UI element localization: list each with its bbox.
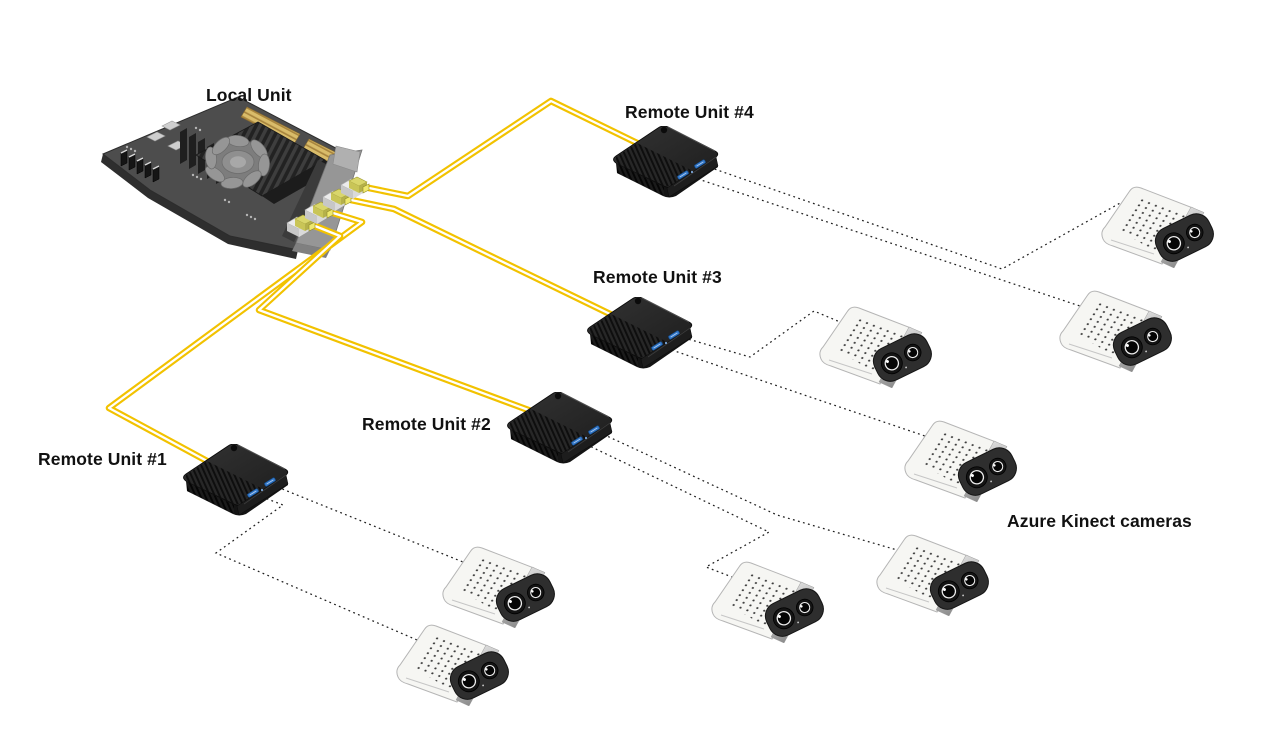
usb-link-ru2-cam1 bbox=[593, 429, 898, 551]
kinect-camera-6 bbox=[904, 420, 1022, 502]
label-remote-unit-1: Remote Unit #1 bbox=[38, 449, 167, 469]
kinect-camera-5 bbox=[819, 306, 937, 388]
usb-link-ru1-cam2 bbox=[214, 492, 418, 641]
label-remote-unit-2: Remote Unit #2 bbox=[362, 414, 491, 434]
fiber-cable-1 bbox=[105, 209, 366, 465]
fiber-cable-3 bbox=[347, 196, 616, 319]
pcb-vias bbox=[125, 126, 257, 221]
usb-link-ru4-cam1 bbox=[699, 163, 1123, 270]
usb-link-ru1-cam1 bbox=[267, 482, 464, 563]
usb-link-ru2-cam2 bbox=[576, 439, 771, 578]
usb-link-ru4-cam2 bbox=[682, 173, 1081, 307]
usb-link-ru3-cam1 bbox=[673, 310, 841, 358]
kinect-camera-8 bbox=[1059, 290, 1177, 372]
usb-links bbox=[214, 163, 1123, 641]
label-remote-unit-3: Remote Unit #3 bbox=[593, 267, 722, 287]
label-azure-kinect-cameras: Azure Kinect cameras bbox=[1007, 511, 1192, 531]
remote-unit-2 bbox=[507, 392, 613, 464]
kinect-camera-7 bbox=[1101, 186, 1219, 268]
usb-link-ru3-cam2 bbox=[656, 344, 926, 437]
pcb-thickness bbox=[101, 154, 298, 259]
capacitor-row bbox=[120, 149, 160, 183]
kinect-camera-1 bbox=[442, 546, 560, 628]
label-remote-unit-4: Remote Unit #4 bbox=[625, 102, 754, 122]
kinect-camera-4 bbox=[711, 561, 829, 643]
local-unit-card bbox=[101, 96, 363, 259]
fan-icon bbox=[205, 134, 270, 189]
kinect-camera-2 bbox=[396, 624, 514, 706]
label-local-unit: Local Unit bbox=[206, 85, 292, 105]
fiber-cable-4 bbox=[365, 97, 641, 200]
fiber-cable-2 bbox=[255, 222, 535, 415]
kinect-camera-3 bbox=[876, 534, 994, 616]
fiber-cables bbox=[105, 97, 641, 465]
bracket-tab bbox=[332, 145, 361, 173]
